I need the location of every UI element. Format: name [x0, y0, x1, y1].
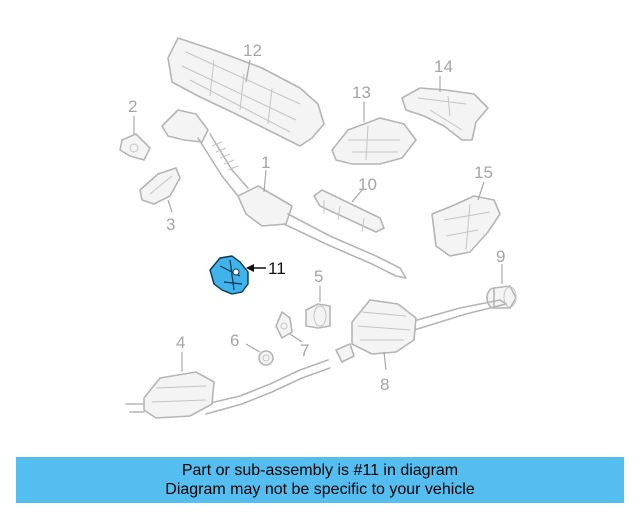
banner-line-disclaimer: Diagram may not be specific to your vehi…	[165, 481, 475, 498]
callout-13: 13	[352, 83, 371, 102]
part-6-hanger[interactable]	[258, 350, 274, 366]
part-2-gasket[interactable]	[119, 133, 151, 161]
callout-1: 1	[261, 153, 270, 172]
callout-9: 9	[496, 247, 505, 266]
part-1-front-pipe[interactable]	[161, 109, 407, 279]
part-15-heat-shield[interactable]	[431, 195, 501, 257]
callout-12: 12	[243, 41, 262, 60]
part-14-heat-shield[interactable]	[401, 87, 489, 141]
callout-15: 15	[474, 163, 493, 182]
part-11-bracket-highlighted[interactable]	[209, 255, 249, 295]
callout-14: 14	[434, 57, 453, 76]
callout-7: 7	[300, 341, 309, 360]
part-8-rear-muffler[interactable]	[335, 299, 507, 363]
part-13-heat-shield[interactable]	[331, 117, 417, 165]
callout-6: 6	[230, 331, 239, 350]
callout-4: 4	[176, 333, 185, 352]
info-banner: Part or sub-assembly is #11 in diagram D…	[16, 457, 624, 503]
exhaust-system-diagram: 12 14 13 2 3 1 10	[119, 37, 517, 419]
banner-line-part-number: Part or sub-assembly is #11 in diagram	[181, 462, 459, 479]
callout-2: 2	[128, 97, 137, 116]
callout-3: 3	[166, 215, 175, 234]
callout-11: 11	[268, 259, 286, 278]
callout-11-arrowhead	[246, 264, 254, 272]
part-3-gasket[interactable]	[139, 167, 181, 205]
part-5-clamp[interactable]	[305, 303, 331, 329]
callout-8: 8	[380, 375, 389, 394]
part-12-heat-shield[interactable]	[167, 37, 325, 147]
part-9-clamp[interactable]	[486, 285, 517, 309]
callout-10: 10	[358, 175, 377, 194]
part-4-center-pipe[interactable]	[125, 359, 331, 419]
part-10-bracket[interactable]	[313, 189, 385, 233]
callout-5: 5	[314, 267, 323, 286]
part-7-hanger[interactable]	[275, 311, 293, 339]
